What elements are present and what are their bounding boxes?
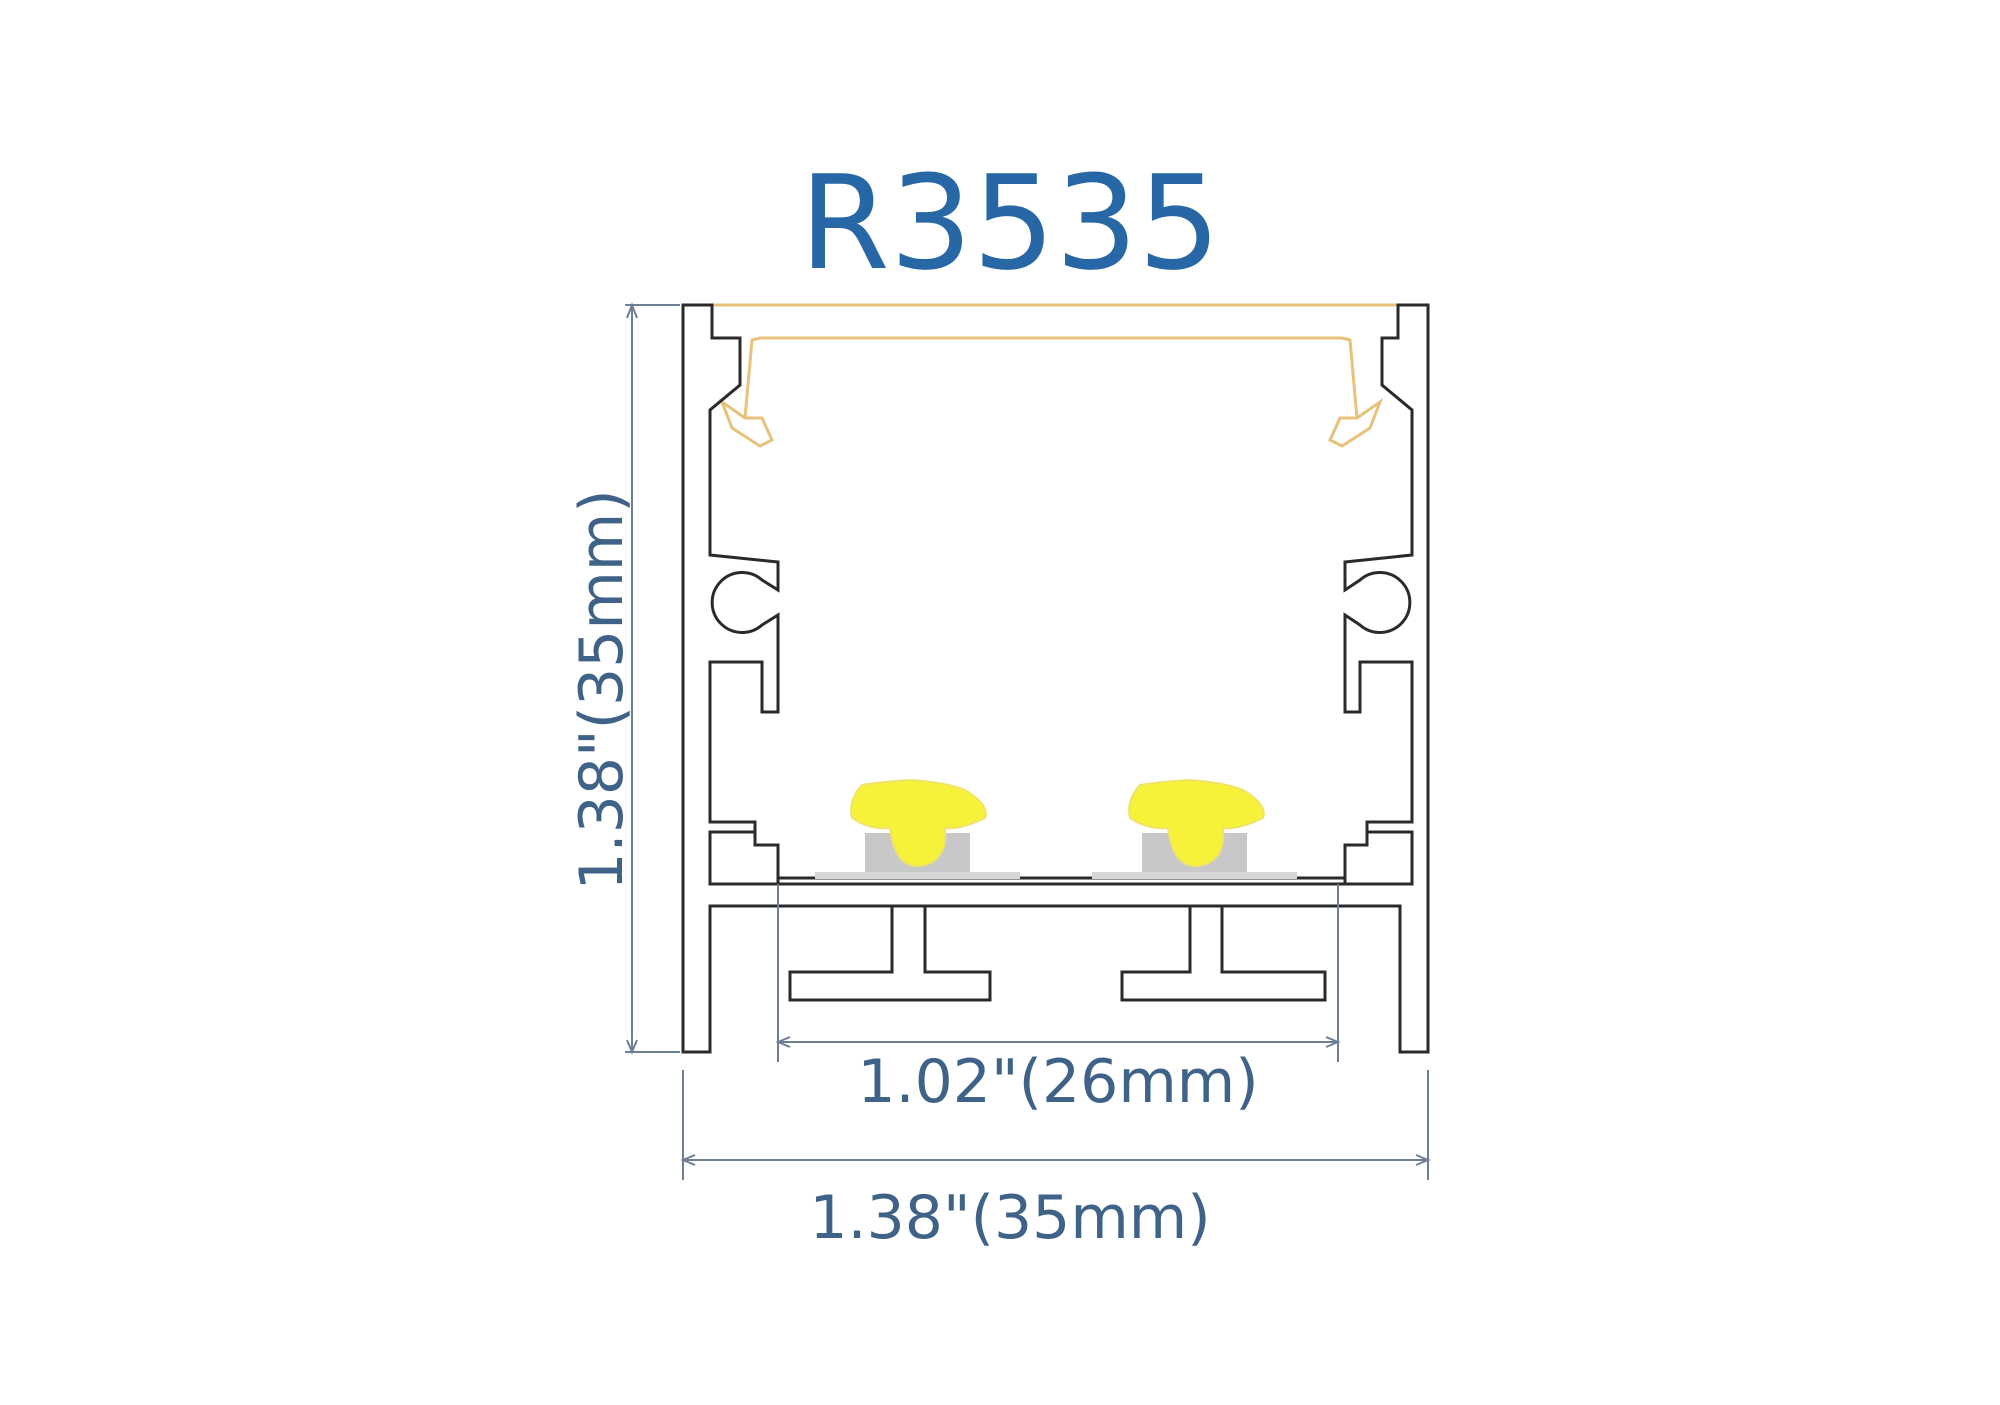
height-dimension-label: 1.38"(35mm): [567, 489, 637, 890]
dimension-height: [625, 302, 680, 1055]
led-chip-left: [815, 778, 1020, 879]
dimension-inner-width: [775, 884, 1341, 1062]
inner-width-dimension-label: 1.02"(26mm): [857, 1047, 1258, 1117]
diffuser-cover: [712, 303, 1400, 448]
outer-width-dimension-label: 1.38"(35mm): [809, 1183, 1210, 1253]
led-chip-right: [1092, 778, 1297, 879]
profile-title: R3535: [799, 147, 1220, 299]
dimension-outer-width: [680, 1070, 1431, 1180]
aluminum-profile: [681, 303, 1430, 1054]
